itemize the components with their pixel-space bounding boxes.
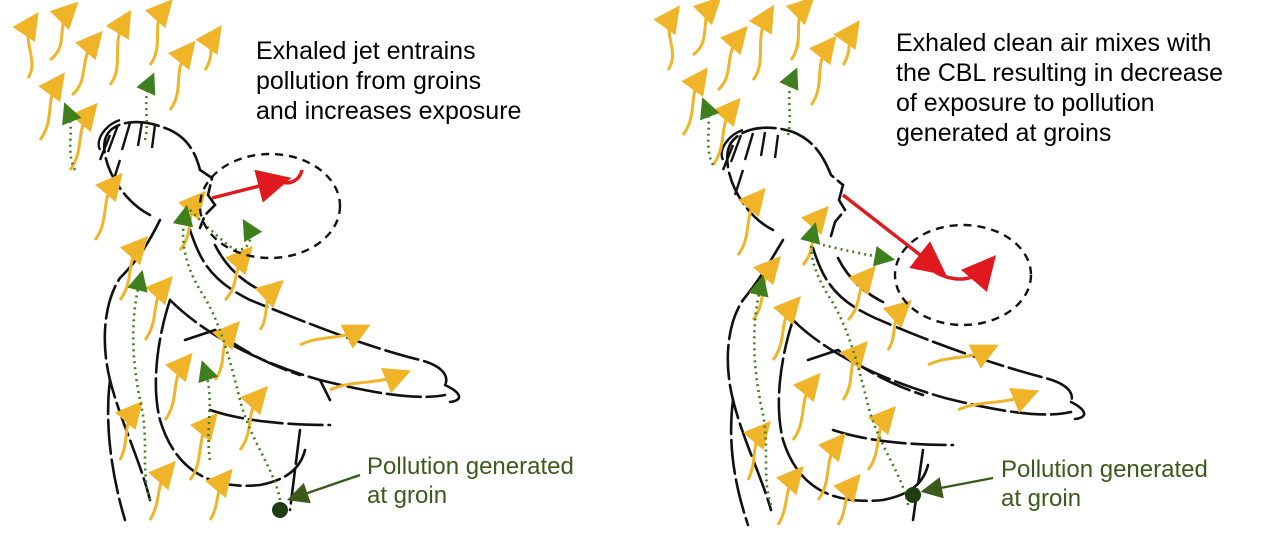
exhaled-jet-arrow bbox=[212, 170, 302, 198]
hair bbox=[722, 130, 778, 195]
groin-pollution-source bbox=[272, 502, 288, 518]
panel-caption: Exhaled clean air mixes with the CBL res… bbox=[896, 28, 1276, 148]
hair bbox=[99, 120, 155, 185]
breathing-zone-circle bbox=[200, 154, 340, 258]
panel-exhale-nose: Exhaled clean air mixes with the CBL res… bbox=[643, 0, 1285, 533]
groin-label: Pollution generated at groin bbox=[1001, 455, 1281, 513]
groin-label: Pollution generated at groin bbox=[367, 452, 647, 510]
exhaled-jet-arrow bbox=[843, 195, 985, 279]
groin-pointer-arrow bbox=[930, 478, 993, 490]
panel-exhale-mouth: Exhaled jet entrains pollution from groi… bbox=[0, 0, 642, 533]
panel-caption: Exhaled jet entrains pollution from groi… bbox=[256, 36, 596, 126]
groin-pointer-arrow bbox=[296, 475, 360, 497]
groin-pollution-source bbox=[905, 487, 921, 503]
breathing-zone-circle bbox=[895, 225, 1031, 325]
